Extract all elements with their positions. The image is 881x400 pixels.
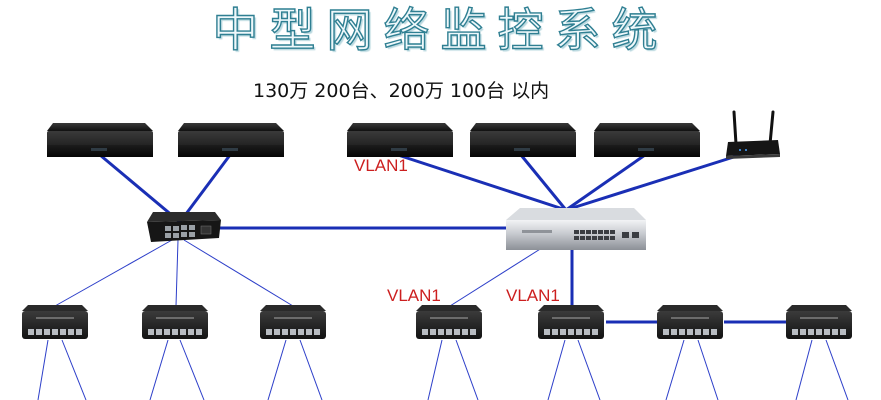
nvr-recorder [347,123,453,157]
vlan-label: VLAN1 [354,156,408,175]
poe-switch-icon [142,305,208,339]
link-nvr1-switch [99,153,181,224]
camera-link [427,339,443,400]
poe-switch-icon [260,305,326,339]
link-nvr5-core [565,153,646,212]
link-switch-poe2 [175,239,179,307]
trunk-links [99,153,786,324]
camera-link [149,339,169,400]
wireless-router-icon [726,110,780,159]
access-switch-icon [147,212,221,242]
camera-link [61,339,87,400]
poe-switch-icon [416,305,482,339]
poe-switch-icon [657,305,723,339]
camera-link [577,339,601,400]
nvr-recorder [47,123,153,157]
camera-link [455,339,479,400]
link-nvr2-switch [178,154,232,223]
access-links [37,239,849,400]
camera-link [299,339,323,400]
camera-link [795,339,813,400]
camera-link [665,339,685,400]
camera-link [697,339,719,400]
link-switch-poe1 [54,239,173,307]
poe-switch-icon [538,305,604,339]
page-title: 中型网络监控系统 [212,2,669,57]
vlan-label: VLAN1 [506,286,560,305]
camera-link [825,339,849,400]
link-router-core [565,153,741,212]
link-switch-poe3 [183,239,294,307]
nvr-recorder [178,123,284,157]
camera-link [179,339,205,400]
capacity-subtitle: 130万 200台、200万 100台 以内 [253,80,550,102]
poe-switch-icon [786,305,852,339]
camera-link [267,339,287,400]
vlan-label: VLAN1 [387,286,441,305]
link-core-poe4 [449,245,546,307]
poe-switch-icon [22,305,88,339]
camera-link [547,339,566,400]
nvr-recorder [470,123,576,157]
core-switch-icon [506,208,646,250]
link-nvr4-core [519,154,568,211]
nvr-recorder [594,123,700,157]
link-nvr3-core [397,153,567,212]
camera-link [37,339,49,400]
